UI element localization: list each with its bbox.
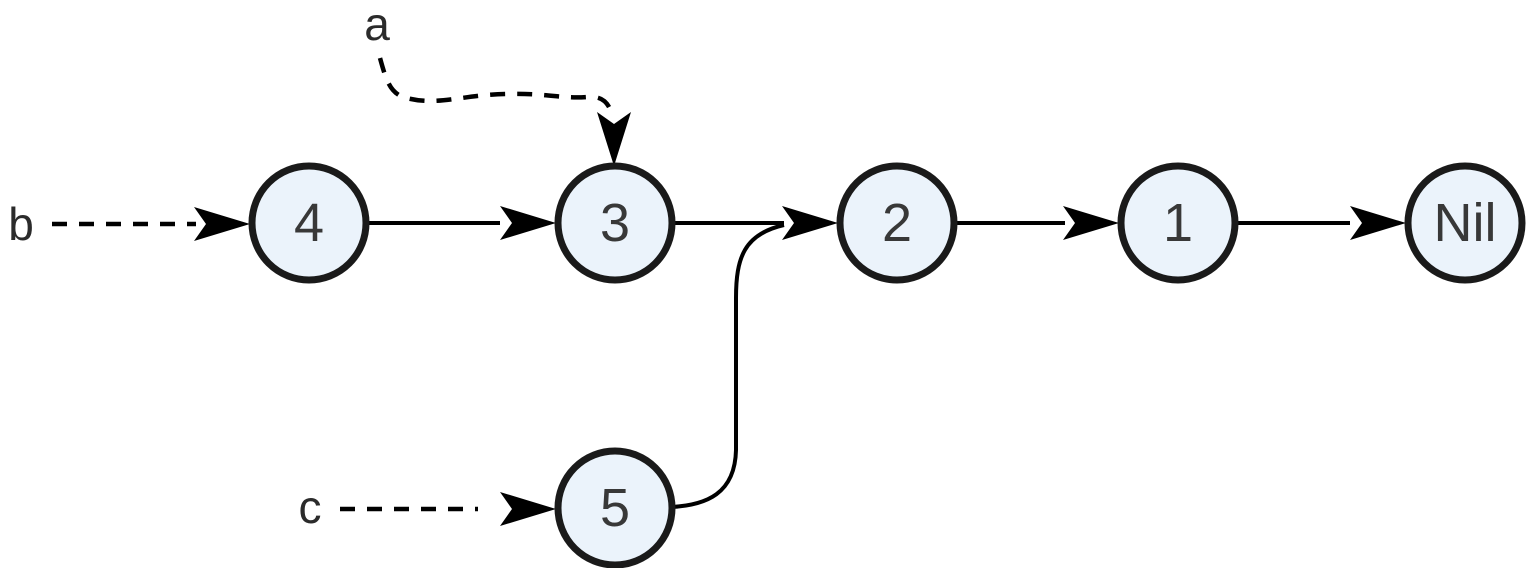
pointer-a-arrowhead-icon bbox=[597, 112, 631, 166]
pointer-b-arrowhead-icon bbox=[194, 207, 250, 241]
node-4-label: 4 bbox=[294, 193, 324, 253]
node-5-label: 5 bbox=[600, 478, 630, 538]
node-2: 2 bbox=[836, 162, 958, 284]
node-2-circle bbox=[836, 162, 958, 284]
pointer-a: a bbox=[364, 0, 631, 166]
node-nil-label: Nil bbox=[1434, 193, 1497, 253]
node-3: 3 bbox=[554, 162, 676, 284]
edge-1-to-nil-arrowhead-icon bbox=[1350, 206, 1406, 240]
node-5: 5 bbox=[554, 447, 676, 568]
node-4-circle bbox=[248, 162, 370, 284]
pointer-a-dashed-curve bbox=[377, 57, 615, 115]
node-5-circle bbox=[554, 447, 676, 568]
node-3-label: 3 bbox=[600, 193, 630, 253]
node-nil: Nil bbox=[1404, 162, 1526, 284]
pointer-c: c bbox=[299, 481, 556, 533]
node-1-label: 1 bbox=[1163, 193, 1193, 253]
node-nil-circle bbox=[1404, 162, 1526, 284]
edge-4-to-3-arrowhead-icon bbox=[500, 206, 556, 240]
node-2-label: 2 bbox=[882, 193, 912, 253]
edge-1-to-nil bbox=[1235, 206, 1406, 240]
node-1-circle bbox=[1117, 162, 1239, 284]
pointer-b: b bbox=[8, 198, 250, 250]
edge-2-to-1-arrowhead-icon bbox=[1063, 206, 1119, 240]
pointer-a-label: a bbox=[364, 0, 390, 50]
edge-3-to-2 bbox=[672, 206, 838, 240]
edge-5-to-2-curve bbox=[671, 223, 785, 509]
edge-4-to-3 bbox=[366, 206, 556, 240]
node-1: 1 bbox=[1117, 162, 1239, 284]
edge-3-to-2-arrowhead-icon bbox=[782, 206, 838, 240]
edge-5-to-2 bbox=[671, 223, 785, 509]
node-3-circle bbox=[554, 162, 676, 284]
pointer-b-label: b bbox=[8, 198, 34, 250]
pointer-c-label: c bbox=[299, 481, 322, 533]
node-4: 4 bbox=[248, 162, 370, 284]
edge-2-to-1 bbox=[954, 206, 1119, 240]
pointer-c-arrowhead-icon bbox=[500, 492, 556, 526]
